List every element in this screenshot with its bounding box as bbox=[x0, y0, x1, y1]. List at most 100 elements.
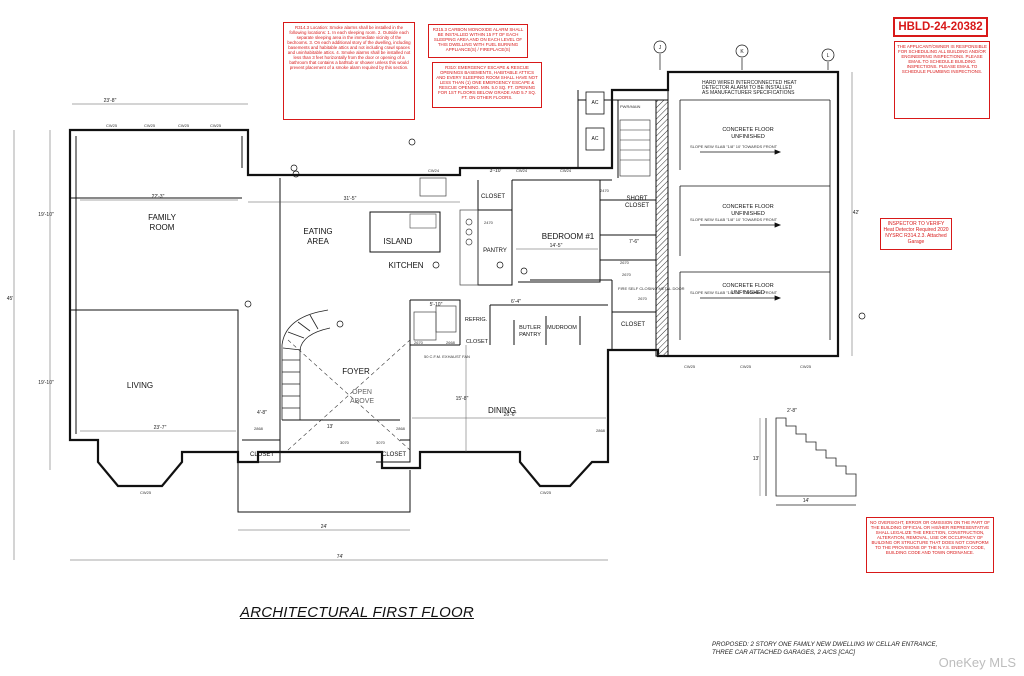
drawing-title: ARCHITECTURAL FIRST FLOOR bbox=[240, 604, 474, 621]
slope-note-3: SLOPE NEW SLAB "1/8" 10' TOWARDS FRONT bbox=[690, 290, 778, 295]
dim-porch-width: 24' bbox=[321, 524, 328, 530]
mudroom-label: MUDROOM bbox=[547, 325, 577, 331]
window-tag-4: CW25 bbox=[210, 123, 222, 128]
garage-unfinished-label-2: UNFINISHED bbox=[731, 211, 765, 217]
smoke-alarm-note: R314.3 Location: Smoke alarms shall be i… bbox=[283, 22, 415, 120]
closet-label-garage: CLOSET bbox=[621, 322, 645, 328]
window-tag-11: CW25 bbox=[740, 364, 752, 369]
butler-label-2: PANTRY bbox=[519, 332, 541, 338]
dim-garage-depth: 42' bbox=[853, 210, 860, 216]
grid-label-k: K bbox=[740, 49, 744, 55]
window-tag-9: CW25 bbox=[540, 490, 552, 495]
dim-stair-depth: 14' bbox=[803, 498, 810, 504]
grid-label-j: J bbox=[659, 45, 662, 51]
window-tag-2: CW25 bbox=[144, 123, 156, 128]
window-tag-8: CW25 bbox=[140, 490, 152, 495]
dim-13: 13' bbox=[327, 424, 334, 430]
exterior-stair bbox=[765, 417, 857, 506]
power-main-note: PWR/MAIN bbox=[620, 104, 641, 109]
door-tag-8: 2670 bbox=[620, 260, 630, 265]
door-tag-3: 2670 bbox=[638, 296, 648, 301]
above-label: ABOVE bbox=[350, 398, 374, 405]
dim-bedroom-width: 14'-5" bbox=[550, 243, 563, 249]
fire-door-note: FIRE SELF CLOSING METAL DOOR bbox=[618, 286, 685, 291]
dim-overall-width: 74' bbox=[337, 554, 344, 560]
door-tag-10: 3070 bbox=[340, 440, 350, 445]
window-tag-5: CW24 bbox=[428, 168, 440, 173]
dim-family-width: 22'-3" bbox=[152, 194, 165, 200]
main-stair bbox=[281, 309, 331, 420]
ac-units bbox=[585, 91, 605, 151]
inspector-verify-note: INSPECTOR TO VERIFY Heat Detector Requir… bbox=[880, 218, 952, 250]
dimension-lines bbox=[13, 72, 853, 561]
grid-label-l: L bbox=[827, 53, 830, 59]
kitchen-label: KITCHEN bbox=[388, 261, 423, 270]
window-tag-7: CW24 bbox=[560, 168, 572, 173]
garage-slope-arrows bbox=[700, 149, 782, 301]
ac-label-1: AC bbox=[592, 100, 599, 106]
permit-number-stamp: HBLD-24-20382 bbox=[893, 17, 988, 37]
door-tag-6: 2670 bbox=[414, 340, 424, 345]
garage-unfinished-label-1: UNFINISHED bbox=[731, 134, 765, 140]
dim-left-depth-1: 19'-10" bbox=[38, 212, 54, 218]
porch bbox=[237, 462, 411, 513]
dim-overall-depth: 45' bbox=[7, 296, 14, 302]
ac-label-2: AC bbox=[592, 136, 599, 142]
short-closet-label-2: CLOSET bbox=[625, 203, 649, 209]
dim-5-10: 5'-10" bbox=[430, 302, 443, 308]
window-tag-10: CW25 bbox=[684, 364, 696, 369]
listing-watermark: OneKey MLS bbox=[938, 655, 1016, 670]
grid-marker-j bbox=[653, 40, 667, 54]
ceiling-fixtures bbox=[244, 138, 866, 328]
garage-unfinished-label-3: UNFINISHED bbox=[731, 290, 765, 296]
dim-living-width: 23'-7" bbox=[154, 425, 167, 431]
door-tag-7: 2470 bbox=[484, 220, 494, 225]
slope-note-2: SLOPE NEW SLAB "1/8" 10' TOWARDS FRONT bbox=[690, 217, 778, 222]
garage-floor-label-1: CONCRETE FLOOR bbox=[722, 127, 773, 133]
garage-firewall bbox=[655, 99, 669, 357]
applicant-inspection-note: THE APPLICANT/OWNER IS RESPONSIBLE FOR S… bbox=[894, 41, 990, 119]
refrig-label: REFRIG. bbox=[465, 317, 488, 323]
family-room-label-2: ROOM bbox=[150, 223, 175, 232]
closet-label-kitchen: CLOSET bbox=[481, 194, 505, 200]
family-room-label: FAMILY bbox=[148, 213, 177, 222]
dim-4-8: 4'-8" bbox=[257, 410, 267, 416]
dim-3-10: 3'-10" bbox=[490, 168, 503, 174]
dim-2-8: 2'-8" bbox=[787, 408, 797, 414]
pantry-label: PANTRY bbox=[483, 248, 507, 254]
interior-walls bbox=[70, 90, 669, 463]
island-sink bbox=[409, 213, 437, 229]
kitchen-counters bbox=[413, 177, 479, 341]
short-closet-label: SHORT bbox=[627, 196, 648, 202]
garage-floor-label-2: CONCRETE FLOOR bbox=[722, 204, 773, 210]
proposed-work-note: PROPOSED: 2 STORY ONE FAMILY NEW DWELLIN… bbox=[712, 641, 938, 656]
garage-floor-label-3: CONCRETE FLOOR bbox=[722, 283, 773, 289]
slope-note-1: SLOPE NEW SLAB "1/8" 10' TOWARDS FRONT bbox=[690, 144, 778, 149]
window-tag-3: CW25 bbox=[178, 123, 190, 128]
closet-label-butler: CLOSET bbox=[466, 339, 489, 345]
grid-marker-l bbox=[821, 48, 835, 62]
kitchen-island bbox=[369, 211, 441, 253]
exterior-walls bbox=[68, 70, 840, 488]
grid-markers bbox=[653, 40, 835, 70]
door-tag-12: 2868 bbox=[596, 428, 606, 433]
door-tag-11: 3070 bbox=[376, 440, 386, 445]
heat-detector-note: HARD WIRED INTERCONNECTED HEAT DETECTOR … bbox=[702, 80, 797, 96]
door-tag-5: 2668 bbox=[446, 340, 456, 345]
door-tag-4: 2868 bbox=[254, 426, 264, 431]
open-above-lines bbox=[287, 339, 411, 451]
dim-7-6: 7'-6" bbox=[629, 239, 639, 245]
window-tag-1: CW25 bbox=[106, 123, 118, 128]
window-tag-6: CW24 bbox=[516, 168, 528, 173]
dim-mid-width: 31'-5" bbox=[344, 196, 357, 202]
carbon-monoxide-note: R315.3 CARBON MONOXIDE ALARM SHALL BE IN… bbox=[428, 24, 528, 58]
dim-top-overall: 23'-8" bbox=[104, 98, 117, 104]
closet-label-living: CLOSET bbox=[250, 452, 274, 458]
dim-6-4: 6'-4" bbox=[511, 299, 521, 305]
living-room-label: LIVING bbox=[127, 381, 153, 390]
island-label: ISLAND bbox=[384, 237, 413, 246]
butler-label: BUTLER bbox=[519, 325, 541, 331]
dim-15-8: 15'-8" bbox=[456, 396, 469, 402]
